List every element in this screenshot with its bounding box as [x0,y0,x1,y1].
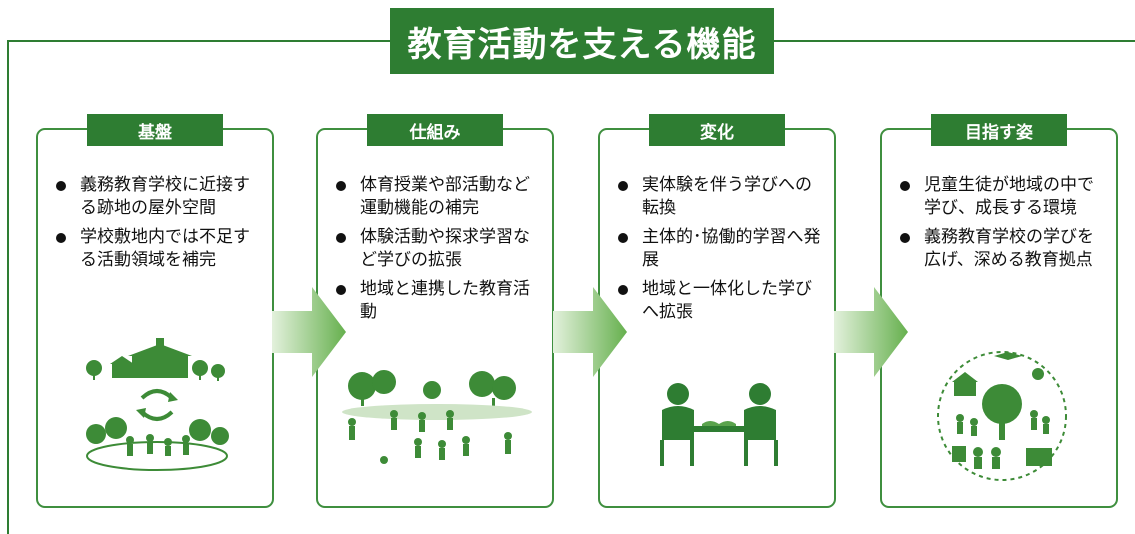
list-item-text: 学校敷地内では不足する活動領域を補完 [80,227,250,270]
card-label: 仕組み [367,114,503,146]
list-item-text: 体験活動や探求学習など学びの拡張 [360,227,530,270]
list-item: 学校敷地内では不足する活動領域を補完 [52,226,264,272]
list-item: 主体的･協働的学習へ発展 [614,226,826,272]
list-item: 体育授業や部活動など運動機能の補完 [332,174,544,220]
community-learning-hub-icon [937,351,1067,481]
list-item-text: 義務教育学校の学びを広げ、深める教育拠点 [924,227,1094,270]
list-item-text: 体育授業や部活動など運動機能の補完 [360,175,530,218]
bullet-dot [618,285,628,295]
bullet-dot [900,181,910,191]
list-item-text: 義務教育学校に近接する跡地の屋外空間 [80,175,250,218]
list-item-text: 児童生徒が地域の中で学び、成長する環境 [924,175,1094,218]
outdoor-activities-icon [342,370,532,464]
bullet-list: 体育授業や部活動など運動機能の補完 体験活動や探求学習など学びの拡張 地域と連携… [332,174,544,330]
bullet-dot [336,285,346,295]
arrow-right-icon [834,287,908,377]
frame-line-top-left [7,40,391,42]
list-item: 義務教育学校に近接する跡地の屋外空間 [52,174,264,220]
arrow-right-icon [272,287,346,377]
list-item: 地域と一体化した学びへ拡張 [614,278,826,324]
list-item: 体験活動や探求学習など学びの拡張 [332,226,544,272]
frame-line-top-right [774,40,1135,42]
collaborative-learning-icon [660,383,778,466]
bullet-dot [56,181,66,191]
card-goal: 目指す姿 児童生徒が地域の中で学び、成長する環境 義務教育学校の学びを広げ、深め… [880,114,1118,508]
frame-line-left [7,40,9,534]
bullet-dot [56,233,66,243]
bullet-dot [900,233,910,243]
bullet-list: 義務教育学校に近接する跡地の屋外空間 学校敷地内では不足する活動領域を補完 [52,174,264,278]
card-foundation: 基盤 義務教育学校に近接する跡地の屋外空間 学校敷地内では不足する活動領域を補完 [36,114,274,508]
bullet-list: 実体験を伴う学びへの転換 主体的･協働的学習へ発展 地域と一体化した学びへ拡張 [614,174,826,330]
arrow-right-icon [553,287,627,377]
school-and-park-icon [86,338,229,471]
bullet-dot [618,181,628,191]
list-item-text: 主体的･協働的学習へ発展 [642,227,821,270]
list-item: 実体験を伴う学びへの転換 [614,174,826,220]
list-item-text: 実体験を伴う学びへの転換 [642,175,812,218]
list-item: 地域と連携した教育活動 [332,278,544,324]
bullet-dot [618,233,628,243]
page-title: 教育活動を支える機能 [390,8,774,74]
card-change: 変化 実体験を伴う学びへの転換 主体的･協働的学習へ発展 地域と一体化した学びへ… [598,114,836,508]
bullet-dot [336,181,346,191]
list-item: 児童生徒が地域の中で学び、成長する環境 [896,174,1108,220]
list-item: 義務教育学校の学びを広げ、深める教育拠点 [896,226,1108,272]
card-label: 基盤 [87,114,223,146]
list-item-text: 地域と連携した教育活動 [360,279,530,322]
card-label: 変化 [649,114,785,146]
card-mechanism: 仕組み 体育授業や部活動など運動機能の補完 体験活動や探求学習など学びの拡張 地… [316,114,554,508]
list-item-text: 地域と一体化した学びへ拡張 [642,279,812,322]
bullet-dot [336,233,346,243]
bullet-list: 児童生徒が地域の中で学び、成長する環境 義務教育学校の学びを広げ、深める教育拠点 [896,174,1108,278]
card-label: 目指す姿 [931,114,1067,146]
